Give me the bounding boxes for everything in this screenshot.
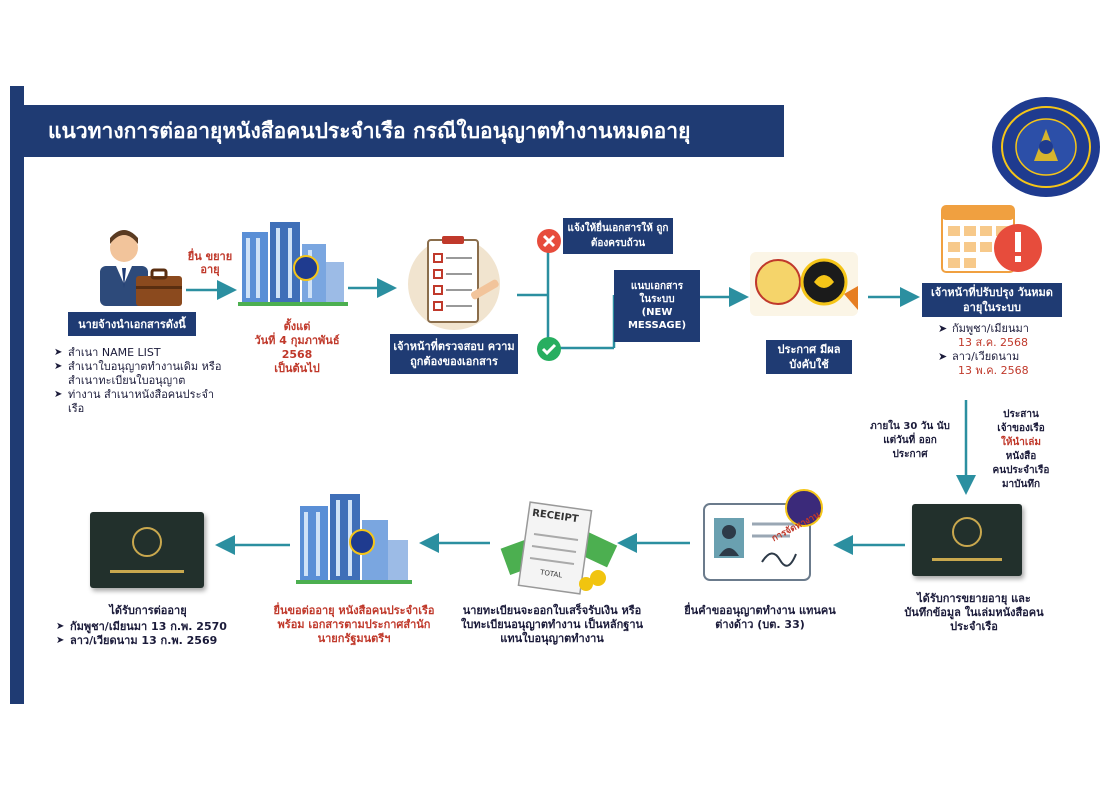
announcement-seals-icon [750,252,858,316]
step3-label: เจ้าหน้าที่ตรวจสอบ ความถูกต้องของเอกสาร [390,334,518,374]
attach-documents-box: แนบเอกสาร ในระบบ (NEW MESSAGE) [614,270,700,342]
ministry-building-icon [296,494,412,584]
book-emblem-icon [932,517,1002,561]
start-date-text: ตั้งแต่ วันที่ 4 กุมภาพันธ์ 2568 เป็นต้น… [254,320,340,375]
step10-renewal-list: กัมพูชา/เมียนมา 13 ก.พ. 2570 ลาว/เวียดนา… [56,620,256,648]
reject-x-icon [537,229,561,253]
step7-text: ยื่นคำขออนุญาตทำงาน แทนคนต่างด้าว (บต. 3… [684,604,836,631]
approve-check-icon [537,337,561,361]
list-item: กัมพูชา/เมียนมา 13 ก.พ. 2570 [56,620,256,634]
list-item: ท่างาน สำเนาหนังสือคนประจำเรือ [54,388,224,416]
within-30-days-note: ภายใน 30 วัน นับแต่วันที่ ออกประกาศ [870,421,950,460]
list-item: ลาว/เวียดนาม 13 ก.พ. 2569 [56,634,256,648]
step9-text: ยื่นขอต่ออายุ หนังสือคนประจำเรือ พร้อม เ… [273,604,435,645]
seafarer-book-image [912,504,1022,576]
step1-label: นายจ้างนำเอกสารดังนี้ [68,312,196,336]
left-accent-bar [10,86,24,704]
renewed-book-image [90,512,204,588]
list-item: สำเนาใบอนุญาตทำงานเดิม หรือสำเนาทะเบียนใ… [54,360,224,388]
government-building-icon [238,222,348,306]
work-permit-card-icon [703,489,823,581]
step8-text: นายทะเบียนจะออกใบเสร็จรับเงิน หรือใบทะเบ… [460,604,644,645]
step4-label: ประกาศ มีผลบังคับใช้ [766,340,852,374]
book-emblem-icon [110,527,184,573]
submit-extension-label: ยื่น ขยายอายุ [187,250,233,276]
checklist-icon [408,236,500,330]
coordinate-owner-note: ประสาน เจ้าของเรือ ให้นำเล่ม หนังสือ คนป… [992,409,1050,490]
calendar-alert-icon [941,205,1042,273]
step1-document-list: สำเนา NAME LIST สำเนาใบอนุญาตทำงานเดิม ห… [54,346,224,416]
step6-text: ได้รับการขยายอายุ และบันทึกข้อมูล ในเล่ม… [904,592,1044,633]
page-title: แนวทางการต่ออายุหนังสือคนประจำเรือ กรณีใ… [24,105,784,157]
list-item: สำเนา NAME LIST [54,346,224,360]
department-seal-logo [992,97,1100,197]
step5-label: เจ้าหน้าที่ปรับปรุง วันหมดอายุในระบบ [922,283,1062,317]
receipt-money-icon [500,501,618,595]
step10-title: ได้รับการต่ออายุ [109,604,187,617]
resubmit-documents-box: แจ้งให้ยื่นเอกสารให้ ถูกต้องครบถ้วน [563,218,673,254]
businessman-icon [100,230,182,306]
